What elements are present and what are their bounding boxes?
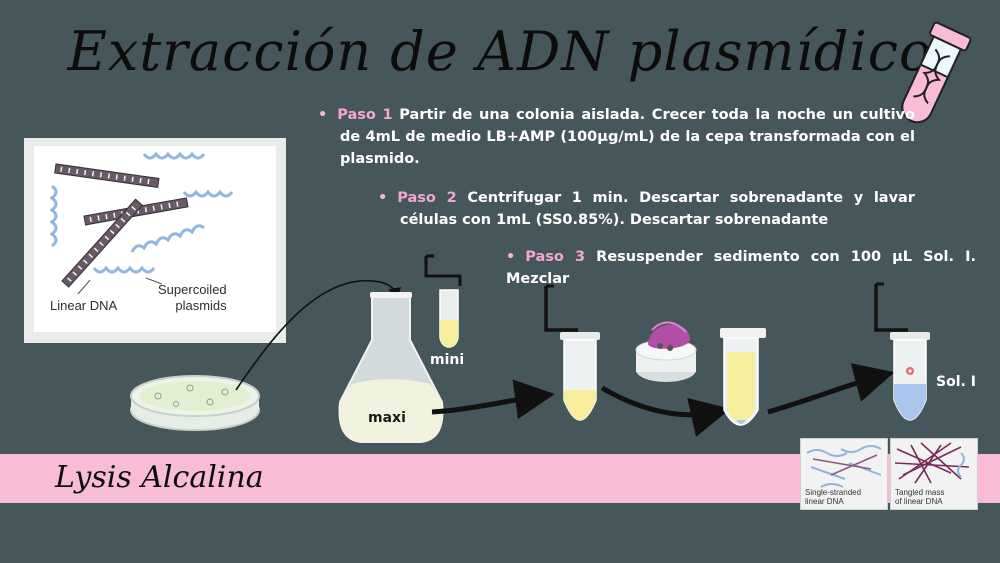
dna-figure: Linear DNA Supercoiled plasmids [24, 138, 286, 343]
step-3-label: Paso 3 [525, 249, 586, 265]
arrow-flask-to-tube [431, 379, 555, 420]
step-3: •Paso 3 Resuspender sedimento con 100 µL… [506, 249, 976, 287]
step-1: •Paso 1 Partir de una colonia aislada. C… [318, 107, 915, 167]
page-title: Extracción de ADN plasmídico [67, 20, 933, 83]
step-1-label: Paso 1 [337, 107, 393, 123]
single-stranded-dna-drawing [806, 445, 882, 488]
erlenmeyer-flask [338, 292, 444, 443]
thumbnail-caption-2: Tangled mass of linear DNA [895, 488, 945, 506]
maxi-label: maxi [368, 410, 406, 426]
dna-figure-drawing [49, 151, 234, 295]
step-2-label: Paso 2 [397, 190, 457, 206]
arrow-tube1-to-tube2 [600, 385, 731, 437]
tube-2 [720, 328, 766, 426]
step-1-text: Partir de una colonia aislada. Crecer to… [340, 107, 915, 167]
tube-1 [544, 284, 600, 421]
petri-dish [130, 375, 260, 431]
tangled-dna-drawing [894, 442, 970, 484]
thumbnail-tangled: Tangled mass of linear DNA [890, 438, 978, 510]
arrow-tube2-to-tube3 [767, 363, 895, 415]
mini-label: mini [430, 352, 465, 368]
thumbnail-caption-1: Single-stranded linear DNA [805, 488, 862, 506]
tube-3 [874, 282, 930, 421]
supercoiled-label: Supercoiled plasmids [158, 282, 227, 313]
step-2-text: Centrifugar 1 min. Descartar sobrenadant… [400, 190, 915, 228]
centrifuge-icon [635, 321, 697, 382]
linear-dna-label: Linear DNA [50, 298, 118, 313]
sol-label: Sol. I [936, 374, 976, 390]
step-2: •Paso 2 Centrifugar 1 min. Descartar sob… [378, 190, 915, 228]
arrow-dish-to-flask [235, 279, 401, 391]
mini-tube [424, 254, 462, 348]
thumbnail-single-stranded: Single-stranded linear DNA [800, 438, 888, 510]
banner-title: Lysis Alcalina [55, 460, 264, 495]
step-3-text: Resuspender sedimento con 100 µL Sol. I.… [506, 249, 976, 287]
